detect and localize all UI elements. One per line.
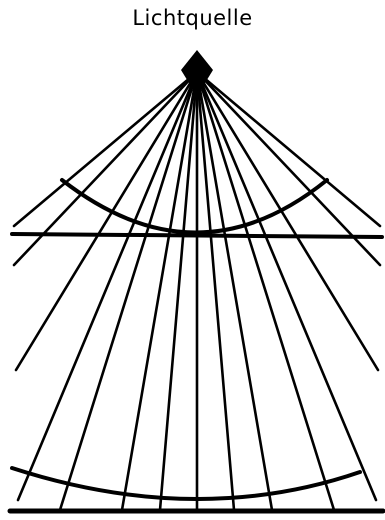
light-ray [16, 72, 197, 370]
light-ray [14, 72, 197, 226]
light-ray [160, 72, 197, 510]
light-ray [197, 72, 376, 500]
light-ray [60, 72, 197, 510]
light-ray [18, 72, 197, 500]
light-ray [197, 72, 378, 370]
light-rays [14, 72, 380, 510]
upper-plate [12, 234, 382, 237]
light-ray [197, 72, 380, 226]
light-ray [197, 72, 234, 510]
light-ray [197, 72, 334, 510]
upper-wavefront-arc [62, 180, 327, 233]
